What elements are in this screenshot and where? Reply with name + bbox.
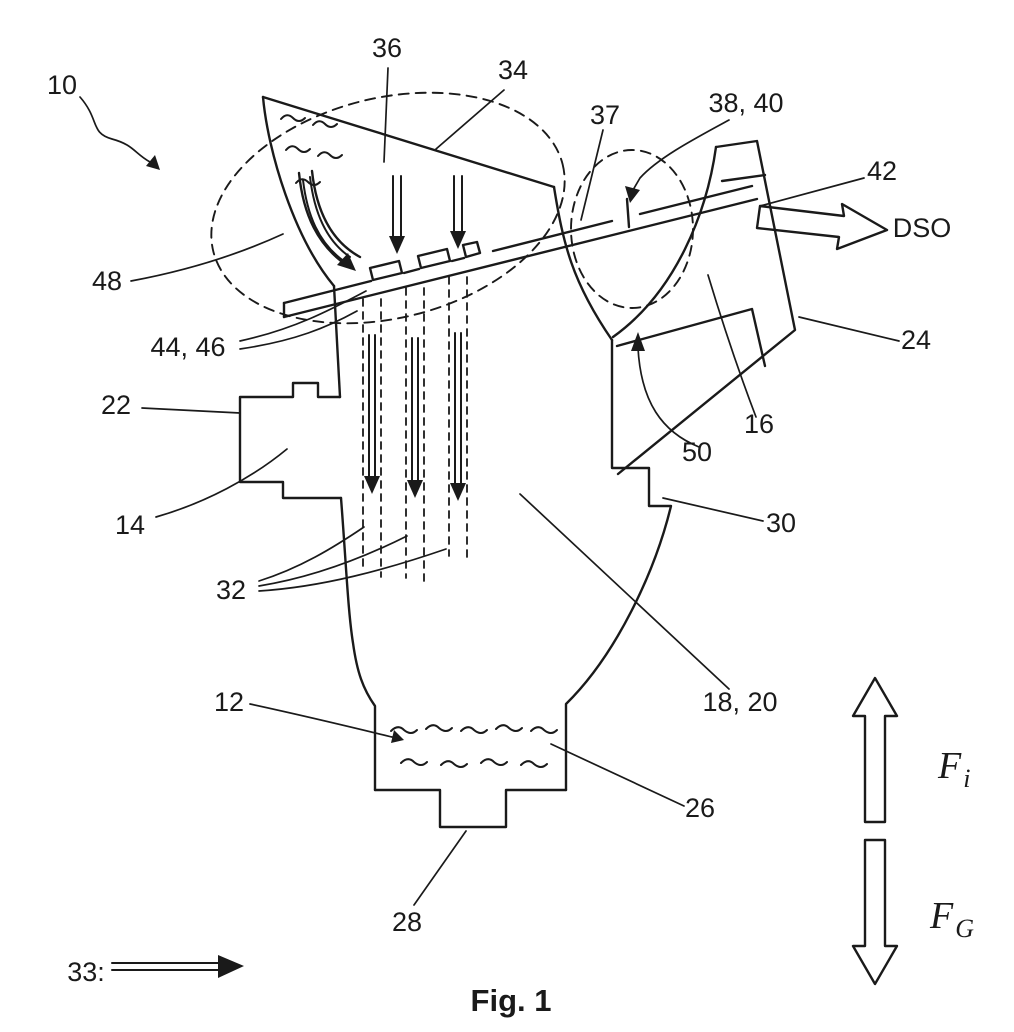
label-36: 36 <box>372 33 402 63</box>
direction-arrow-33 <box>111 955 244 978</box>
sensor-tick-38-40 <box>625 197 631 229</box>
feed-tube-48 <box>297 169 362 270</box>
arrowhead-38-40 <box>625 186 640 203</box>
nozzle-block <box>461 240 482 259</box>
arrowhead-12 <box>391 730 404 743</box>
label-38-40: 38, 40 <box>708 88 783 118</box>
label-10: 10 <box>47 70 77 100</box>
label-30: 30 <box>766 508 796 538</box>
nozzle-block <box>368 259 404 282</box>
pointer-arrow-50 <box>631 332 700 448</box>
label-22: 22 <box>101 390 131 420</box>
nozzle-block <box>416 247 452 270</box>
label-dso: DSO <box>893 213 952 243</box>
dashed-region-ellipse-34 <box>210 91 566 325</box>
force-symbol: F <box>929 895 954 937</box>
label-24: 24 <box>901 325 931 355</box>
label-42: 42 <box>867 156 897 186</box>
stream-arrows <box>364 332 466 501</box>
force-arrow-up <box>851 676 899 824</box>
force-subscript: i <box>963 764 970 793</box>
force-subscript: G <box>955 914 974 943</box>
label-12: 12 <box>214 687 244 717</box>
down-arrowhead <box>450 231 466 249</box>
reference-labels: 10 36 34 37 38, 40 42 DSO 48 44, 46 24 2… <box>47 33 951 987</box>
label-16: 16 <box>744 409 774 439</box>
bottom-reservoir-liquid <box>390 724 558 768</box>
label-50: 50 <box>682 437 712 467</box>
label-34: 34 <box>498 55 528 85</box>
force-arrow-down <box>851 838 899 986</box>
force-label-fg: FG <box>929 895 974 943</box>
label-48: 48 <box>92 266 122 296</box>
label-18-20: 18, 20 <box>702 687 777 717</box>
side-box-22 <box>238 381 343 500</box>
force-label-fi: Fi <box>937 745 970 793</box>
lance-tube <box>282 184 759 319</box>
force-symbol: F <box>937 745 962 787</box>
label-33: 33: <box>67 957 105 987</box>
label-44-46: 44, 46 <box>150 332 225 362</box>
label-28: 28 <box>392 907 422 937</box>
right-arrowhead <box>218 955 244 978</box>
label-32: 32 <box>216 575 246 605</box>
label-37: 37 <box>590 100 620 130</box>
holder-24 <box>611 139 797 476</box>
leader-lines <box>79 67 900 906</box>
leader-arrowheads <box>146 155 640 743</box>
down-arrowhead <box>450 483 466 501</box>
bottom-outlet-28 <box>373 788 568 829</box>
flow-arrows-top <box>302 175 466 271</box>
down-arrowhead <box>407 480 423 498</box>
down-arrowhead <box>389 236 405 254</box>
curved-arrowhead <box>337 253 356 271</box>
holder-inner-16 <box>615 307 767 368</box>
figure-caption: Fig. 1 <box>471 983 552 1018</box>
label-14: 14 <box>115 510 145 540</box>
stream-dashed-lines <box>362 276 468 584</box>
dso-arrow <box>755 202 889 251</box>
arrowhead-10 <box>146 155 160 170</box>
down-arrowhead <box>364 476 380 494</box>
up-arrowhead <box>631 332 645 351</box>
label-26: 26 <box>685 793 715 823</box>
